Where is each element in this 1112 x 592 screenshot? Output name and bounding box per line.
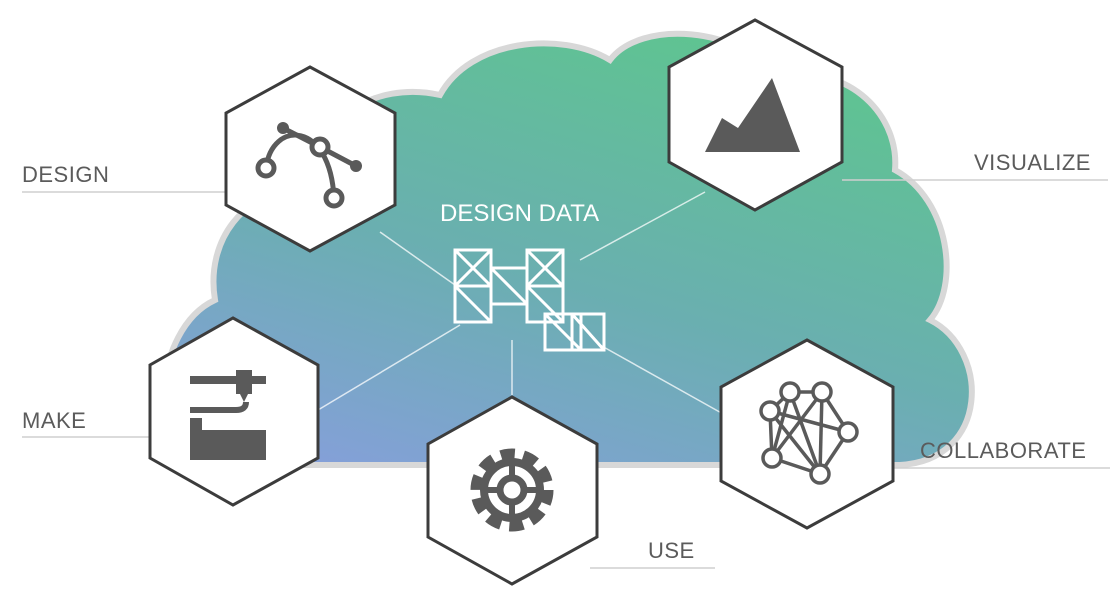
gear-icon	[470, 448, 554, 532]
node-make	[148, 316, 320, 507]
bezier-curve-icon	[255, 122, 362, 209]
mountain-chart-icon	[705, 78, 800, 152]
3d-printer-icon	[190, 370, 266, 460]
connector-lines	[317, 191, 726, 416]
label-collaborate: COLLABORATE	[920, 438, 1087, 463]
network-icon	[759, 381, 859, 485]
label-make: MAKE	[22, 408, 87, 433]
node-visualize	[667, 18, 844, 212]
node-use	[426, 395, 599, 586]
label-rules	[22, 179, 1110, 569]
connector-design	[379, 231, 456, 286]
connector-visualize	[579, 191, 706, 261]
node-collaborate	[719, 338, 895, 530]
node-design	[224, 65, 397, 253]
center-title: DESIGN DATA	[440, 200, 600, 227]
label-design: DESIGN	[22, 162, 110, 187]
connector-make	[317, 324, 461, 411]
label-use: USE	[648, 538, 695, 563]
label-visualize: VISUALIZE	[974, 150, 1091, 175]
design-data-cubes-icon	[453, 248, 606, 352]
connector-collaborate	[599, 344, 726, 416]
